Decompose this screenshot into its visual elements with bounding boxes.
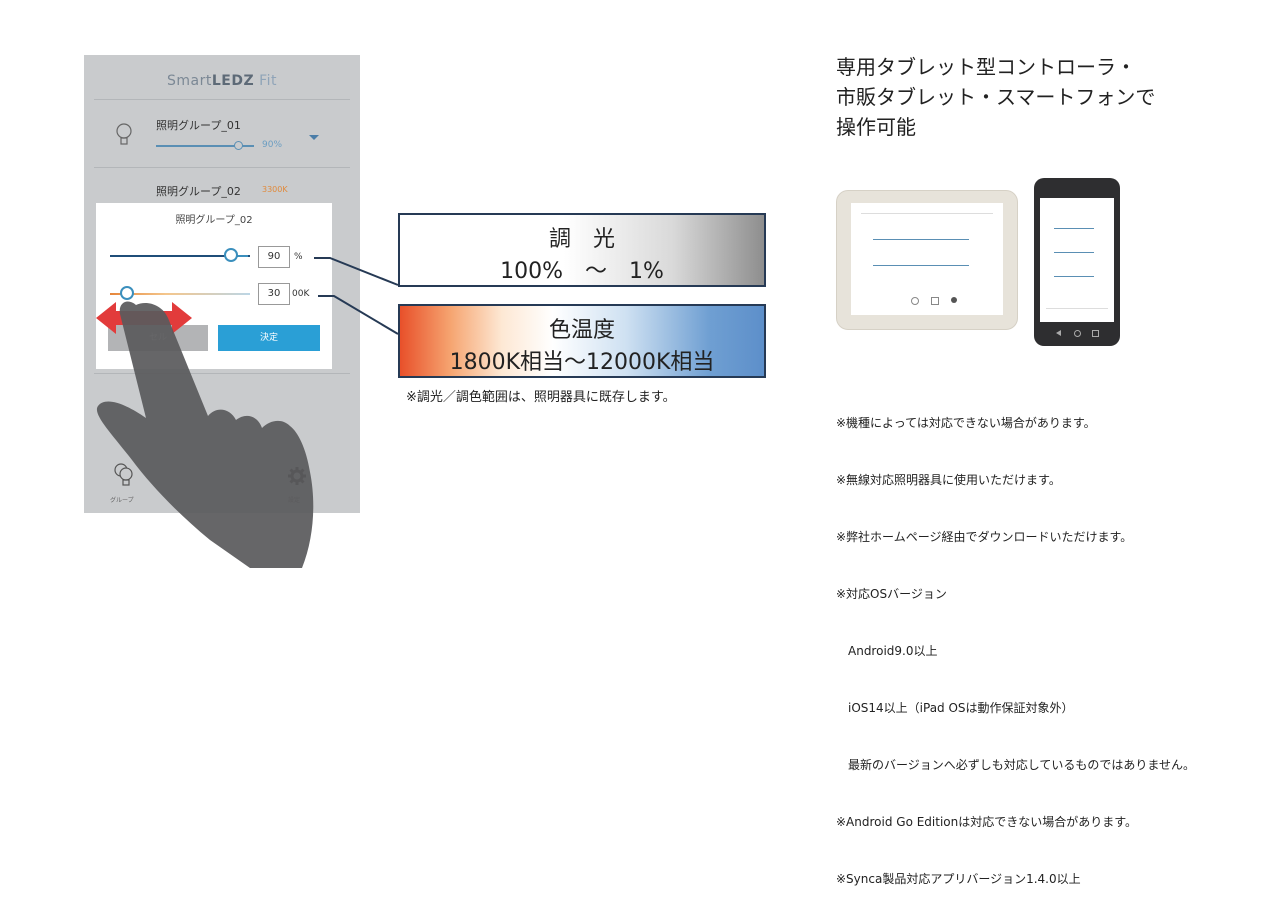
- mini-slider: [1054, 228, 1094, 229]
- home-icon: [1074, 330, 1081, 337]
- note-line: ※Synca製品対応アプリバージョン1.4.0以上: [836, 872, 1081, 886]
- mini-slider: [1054, 276, 1094, 277]
- color-temp-callout: 色温度 1800K相当～12000K相当: [398, 304, 766, 378]
- headline: 専用タブレット型コントローラ・ 市販タブレット・スマートフォンで 操作可能: [836, 52, 1155, 142]
- temp-unit: 00K: [292, 289, 310, 299]
- cancel-button[interactable]: セル: [108, 325, 208, 351]
- group-nav-icon[interactable]: [112, 461, 134, 489]
- row-divider: [94, 167, 350, 168]
- mini-divider: [1046, 308, 1108, 309]
- mini-divider: [861, 213, 993, 214]
- dialog-title: 照明グループ_02: [175, 215, 253, 226]
- notes-list: ※機種によっては対応できない場合があります。 ※無線対応照明器具に使用いただけま…: [836, 376, 1195, 908]
- back-icon: [1056, 330, 1061, 336]
- note-line: 最新のバージョンへ必ずしも対応しているものではありません。: [836, 758, 1196, 772]
- mini-slider: [873, 239, 969, 240]
- note-line: ※無線対応照明器具に使用いただけます。: [836, 473, 1061, 487]
- range-note: ※調光／調色範囲は、照明器具に既存します。: [406, 390, 676, 405]
- group-dim-track[interactable]: [156, 145, 238, 147]
- dim-value-input[interactable]: 90: [258, 246, 290, 268]
- gear-icon[interactable]: [288, 467, 306, 485]
- row-divider: [94, 373, 350, 374]
- temp-slider-knob[interactable]: [120, 286, 134, 300]
- dim-slider-rest: [238, 255, 248, 257]
- temp-slider-track[interactable]: [110, 293, 250, 295]
- header-divider: [94, 99, 350, 100]
- nav-label-settings: 設定: [288, 497, 301, 504]
- group-dim-track-end: [242, 145, 254, 147]
- smartphone-device-image: [1034, 178, 1120, 346]
- mini-nav-icon: [911, 297, 919, 305]
- tablet-device-image: [836, 190, 1018, 330]
- dimming-title: 調 光: [548, 227, 615, 252]
- group-adjust-dialog: 照明グループ_02 90 % 30 00K セル 決定: [96, 203, 332, 369]
- ok-button[interactable]: 決定: [218, 325, 320, 351]
- headline-line-3: 操作可能: [836, 115, 916, 139]
- smartphone-screen: [1040, 198, 1114, 322]
- logo-main: LEDZ: [211, 73, 255, 89]
- chevron-down-icon[interactable]: [309, 135, 319, 140]
- mini-nav-icon: [951, 297, 957, 303]
- tablet-screen: [851, 203, 1003, 315]
- dim-unit: %: [294, 252, 303, 262]
- group-row-2[interactable]: 照明グループ_02 3300K: [84, 171, 360, 201]
- dimming-range: 100% ～ 1%: [500, 259, 664, 284]
- dimming-callout: 調 光 100% ～ 1%: [398, 213, 766, 287]
- mini-slider: [873, 265, 969, 266]
- bulb-icon: [116, 123, 132, 145]
- note-line: ※対応OSバージョン: [836, 587, 947, 601]
- logo-suffix: Fit: [259, 73, 277, 89]
- note-line: Android9.0以上: [836, 644, 938, 658]
- group-dim-value: 90%: [262, 140, 283, 150]
- logo-prefix: Smart: [167, 73, 212, 89]
- mini-nav-icon: [931, 297, 939, 305]
- dim-slider-knob[interactable]: [224, 248, 238, 262]
- android-nav-bar: [1054, 330, 1100, 337]
- headline-line-1: 専用タブレット型コントローラ・: [836, 55, 1136, 79]
- color-temp-title: 色温度: [548, 318, 615, 343]
- nav-label-group: グループ: [110, 497, 134, 504]
- group-name: 照明グループ_02: [156, 185, 241, 198]
- mini-slider: [1054, 252, 1094, 253]
- group-name: 照明グループ_01: [156, 119, 241, 132]
- note-line: ※弊社ホームページ経由でダウンロードいただけます。: [836, 530, 1133, 544]
- headline-line-2: 市販タブレット・スマートフォンで: [836, 85, 1156, 109]
- note-line: iOS14以上（iPad OSは動作保証対象外）: [836, 701, 1074, 715]
- dim-slider-track[interactable]: [110, 255, 250, 257]
- note-line: ※Android Go Editionは対応できない場合があります。: [836, 815, 1138, 829]
- group-temp-value: 3300K: [262, 185, 288, 194]
- temp-value-input[interactable]: 30: [258, 283, 290, 305]
- note-line: ※機種によっては対応できない場合があります。: [836, 416, 1096, 430]
- recents-icon: [1092, 330, 1099, 337]
- color-temp-range: 1800K相当～12000K相当: [449, 350, 715, 375]
- group-row-1[interactable]: 照明グループ_01 90%: [84, 107, 360, 163]
- app-logo: SmartLEDZ Fit: [84, 73, 360, 89]
